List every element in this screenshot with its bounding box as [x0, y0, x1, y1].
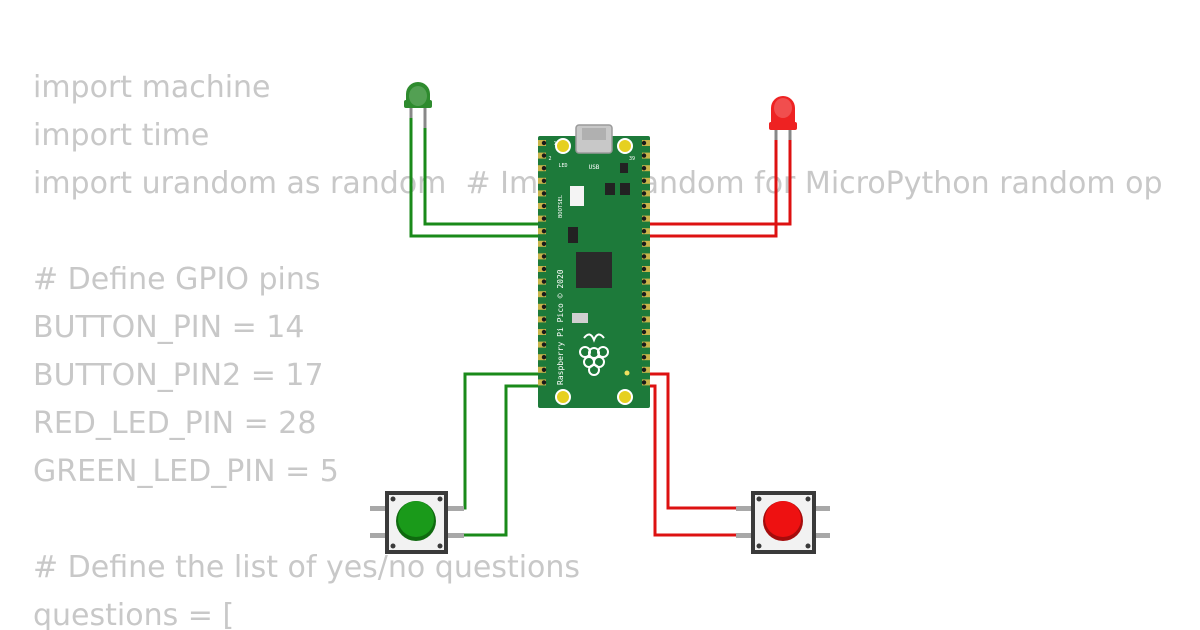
pin-hole	[541, 216, 547, 221]
led-label: LED	[558, 163, 567, 169]
red-led[interactable]	[769, 96, 797, 140]
raspberry-logo	[579, 333, 609, 376]
pin-hole	[641, 317, 647, 322]
pin-hole	[541, 329, 547, 335]
pin-hole	[541, 317, 547, 322]
bootsel-label: BOOTSEL	[558, 194, 564, 218]
board-silk-text: Raspberry Pi Pico © 2020	[556, 269, 565, 385]
pin-hole	[541, 254, 547, 259]
pin-hole	[641, 140, 647, 146]
pin-hole	[641, 216, 647, 221]
pin-hole	[541, 140, 547, 146]
pin-hole	[541, 241, 547, 246]
code-line: import machine	[33, 70, 271, 105]
green-push-button[interactable]	[370, 491, 464, 554]
code-line: GREEN_LED_PIN = 5	[33, 454, 339, 489]
pin-hole	[641, 178, 647, 183]
pin-hole	[641, 292, 647, 297]
pin-hole	[541, 178, 547, 183]
pin-hole	[641, 329, 647, 335]
pin-hole	[641, 279, 647, 284]
pin-hole	[641, 203, 647, 209]
pin-hole	[541, 166, 547, 171]
pin-hole	[541, 342, 547, 347]
pin-hole	[641, 166, 647, 171]
red-push-button[interactable]	[736, 491, 830, 554]
pin-hole	[541, 279, 547, 284]
pico-board[interactable]: USB LED 2 1 39 BOOTSEL Raspberry Pi Pico…	[538, 124, 650, 408]
pin-hole	[641, 342, 647, 347]
code-line: RED_LED_PIN = 28	[33, 406, 317, 441]
green-button-wires[interactable]	[458, 372, 546, 537]
pin-hole	[541, 203, 547, 209]
pin-hole	[641, 367, 647, 372]
pin-hole	[541, 292, 547, 297]
pin-label-top-left: 1	[553, 141, 556, 147]
code-line: # Define the list of yes/no questions	[33, 550, 581, 585]
pin-label-top-right: 39	[629, 156, 635, 162]
pin-hole	[541, 304, 547, 309]
pin-hole	[641, 304, 647, 309]
pin-hole	[541, 153, 547, 158]
code-line: BUTTON_PIN = 14	[33, 310, 305, 345]
code-line: BUTTON_PIN2 = 17	[33, 358, 324, 393]
pin-hole	[541, 380, 547, 385]
pin-hole	[641, 241, 647, 246]
pin-hole	[541, 355, 547, 360]
pin-hole	[541, 266, 547, 272]
pin-label-left: 2	[548, 156, 551, 162]
pin-hole	[541, 367, 547, 372]
code-line: import time	[33, 118, 210, 153]
red-led-wires[interactable]	[640, 130, 792, 238]
pin-hole	[541, 229, 547, 234]
code-line: questions = [	[33, 598, 235, 630]
pin-hole	[641, 229, 647, 234]
code-line: # Define GPIO pins	[33, 262, 321, 297]
green-led-wires[interactable]	[409, 108, 546, 238]
bootsel-button	[570, 186, 584, 206]
red-button-wires[interactable]	[640, 372, 745, 537]
pin-hole	[641, 355, 647, 360]
pin-hole	[541, 191, 547, 196]
pin-hole	[641, 254, 647, 259]
green-led[interactable]	[404, 82, 432, 128]
rp2040-chip	[576, 252, 612, 288]
usb-label: USB	[589, 164, 600, 171]
pin-hole	[641, 153, 647, 158]
pin-hole	[641, 266, 647, 272]
pin-hole	[641, 380, 647, 385]
pin-hole	[641, 191, 647, 196]
